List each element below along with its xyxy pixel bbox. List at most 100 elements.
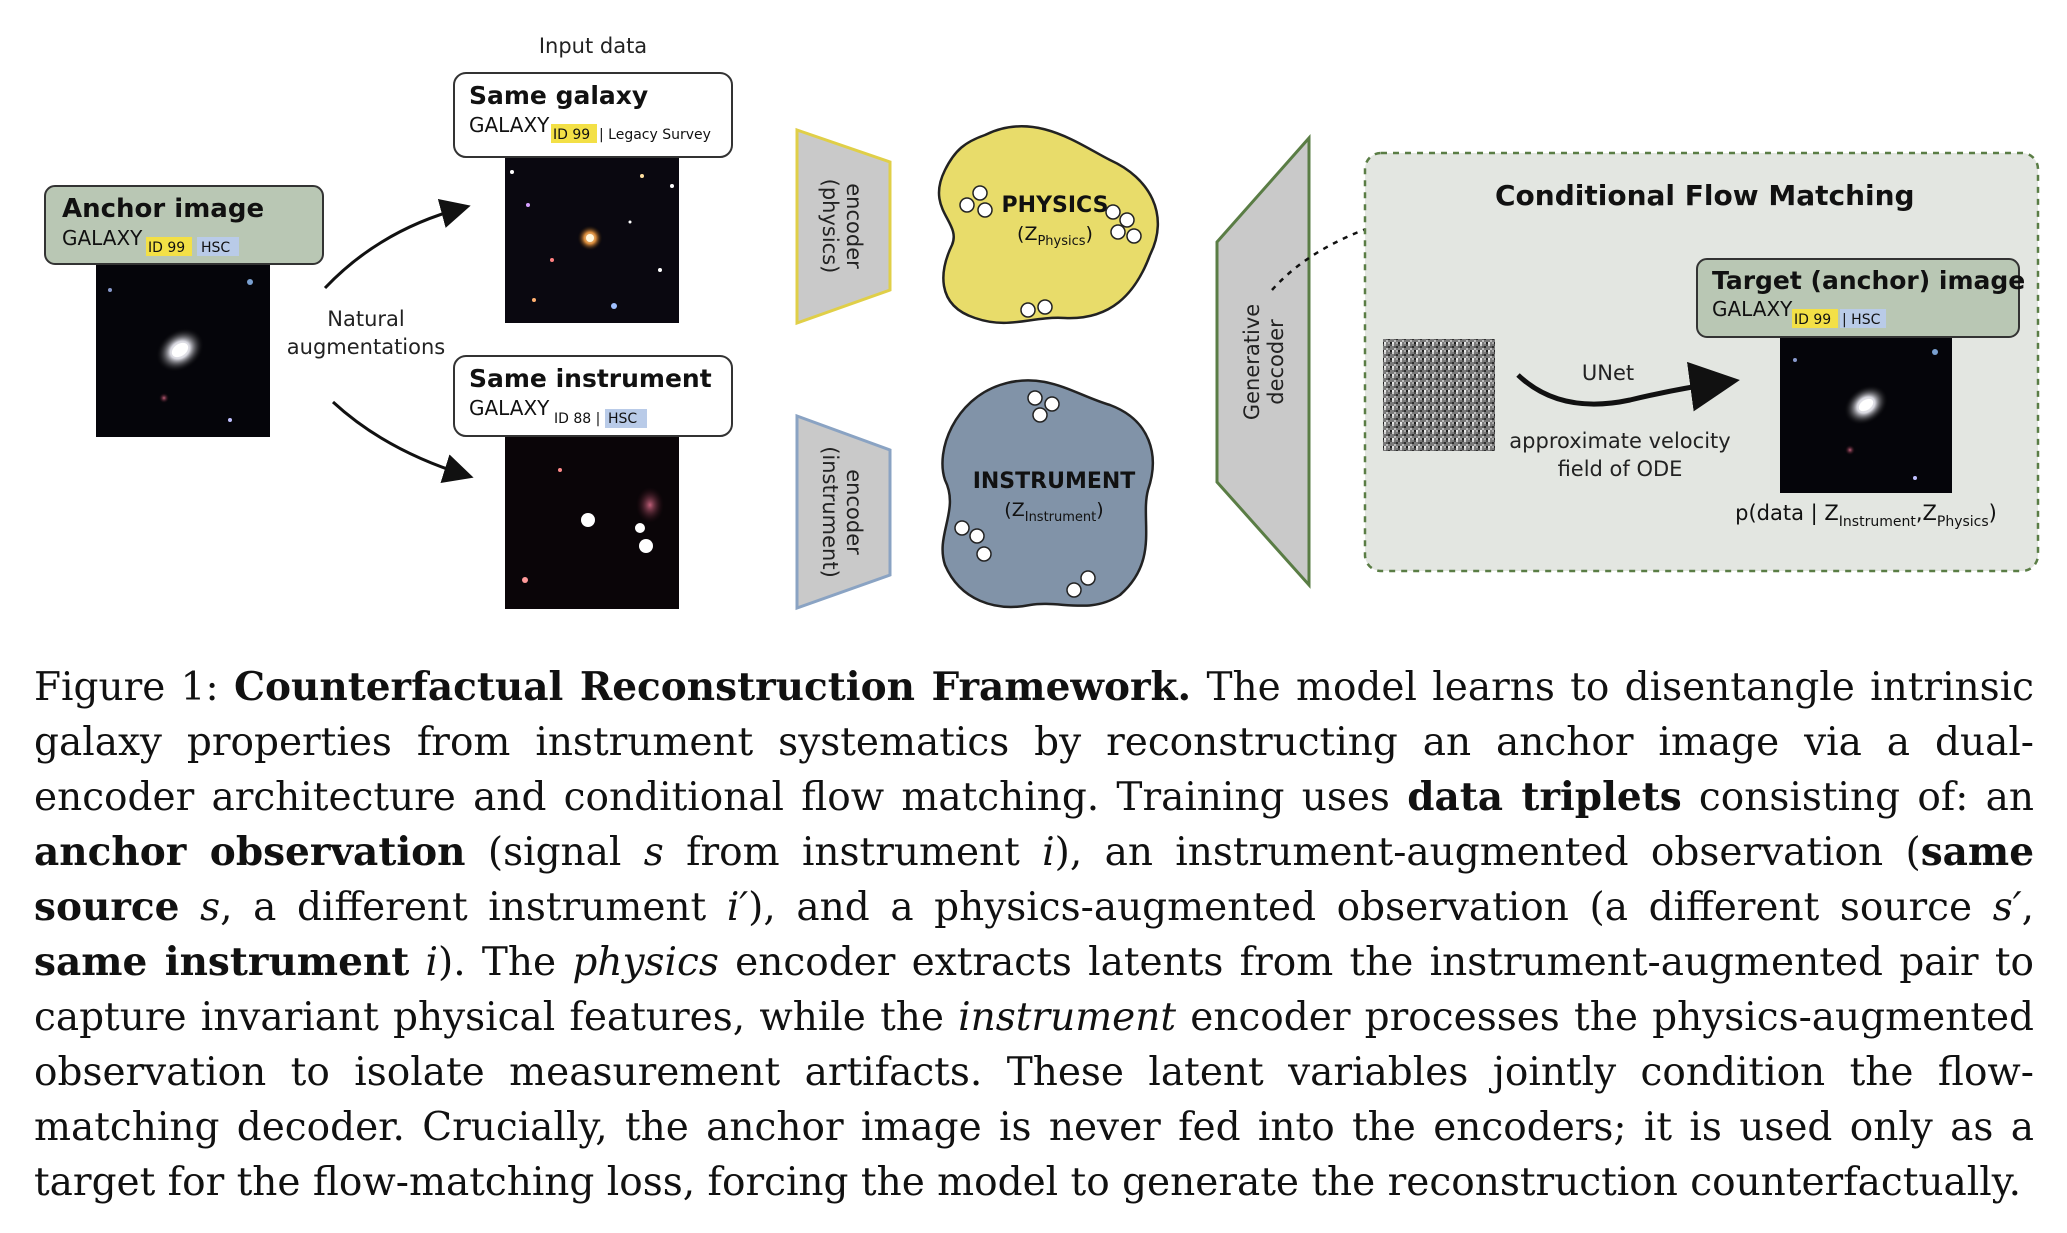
instrument-blob (941, 379, 1154, 609)
physics-latent-title: PHYSICS (1002, 193, 1109, 218)
decoder-line1: Generative (1240, 304, 1264, 420)
cfm-title: Conditional Flow Matching (1495, 179, 1915, 212)
anchor-instrument-badge-bg (197, 237, 239, 256)
target-card: Target (anchor) image GALAXY ID 99 | HSC (1696, 258, 2025, 338)
caption-italic: i (1042, 830, 1055, 875)
prob-open: p(data | Z (1735, 501, 1839, 526)
instrument-latent-title: INSTRUMENT (973, 469, 1136, 494)
unet-arrow (1516, 361, 1740, 412)
encoder-instrument-line1: encoder (842, 469, 866, 555)
caption-text: ), an instrument-augmented observation ( (1054, 830, 1921, 875)
caption-text: , a different instrument (220, 885, 727, 930)
caption-text: (signal (465, 830, 644, 875)
noise-image (1383, 339, 1495, 451)
augmentation-label-line1: Natural (327, 307, 404, 331)
physics-blob (937, 125, 1160, 325)
same-instrument-card: Same instrument GALAXY ID 88 | HSC (453, 355, 733, 437)
encoder-instrument: encoder (instrument) (795, 413, 892, 611)
framework-diagram: Input data Anchor image GALAXY ID 99 HSC… (44, 34, 2040, 611)
same-instrument-galaxy-label: GALAXY (469, 396, 550, 420)
physics-sym-sub: Physics (1037, 234, 1085, 249)
target-galaxy-label: GALAXY (1712, 297, 1793, 321)
encoder-physics: encoder (physics) (795, 127, 892, 326)
encoder-physics-line2: (physics) (818, 179, 842, 274)
instrument-sym-close: ) (1096, 499, 1103, 521)
augmentation-arrow-down (331, 400, 474, 484)
velocity-label-line1: approximate velocity (1509, 429, 1730, 453)
augmentation-arrow-up (323, 198, 471, 290)
anchor-id-badge: ID 99 (148, 240, 185, 256)
anchor-card: Anchor image GALAXY ID 99 HSC (44, 185, 324, 265)
caption-text (179, 885, 200, 930)
same-instrument-instrument-badge: HSC (608, 411, 637, 427)
instrument-latent-symbol: (ZInstrument) (1004, 499, 1103, 525)
anchor-id-badge-bg (146, 237, 192, 256)
encoder-physics-line1: encoder (842, 183, 866, 269)
physics-sym-open: (Z (1017, 223, 1037, 245)
anchor-card-box (44, 185, 324, 265)
caption-text: encoder processes the physics-augmented … (34, 995, 2034, 1205)
target-galaxy-image (1780, 338, 1952, 493)
caption-italic: s (643, 830, 664, 875)
caption-italic: i′ (726, 885, 749, 930)
anchor-title: Anchor image (62, 194, 264, 224)
augmentation-label-line2: augmentations (287, 335, 445, 359)
same-galaxy-card-box (453, 72, 733, 158)
caption-text (409, 940, 425, 985)
same-instrument-card-box (453, 355, 733, 437)
decoder-line2: decoder (1264, 319, 1288, 405)
anchor-instrument-badge: HSC (201, 240, 230, 256)
physics-latent-symbol: (ZPhysics) (1017, 223, 1093, 249)
prob-close: ) (1989, 501, 1997, 525)
caption-bold-title: Counterfactual Reconstruction Framework. (233, 664, 1192, 710)
prob-sub2: Physics (1937, 514, 1989, 530)
same-instrument-image (505, 437, 679, 609)
encoder-instrument-line2: (instrument) (818, 446, 842, 578)
anchor-galaxy-label: GALAXY (62, 226, 143, 250)
physics-latent: PHYSICS (ZPhysics) (937, 125, 1160, 325)
same-galaxy-image (505, 158, 679, 323)
figure-caption: Figure 1: Counterfactual Reconstruction … (34, 660, 2034, 1210)
caption-text: consisting of: an (1681, 775, 2034, 820)
caption-italic: physics (572, 940, 719, 985)
caption-text: from instrument (663, 830, 1043, 875)
generative-decoder: Generative decoder (1215, 134, 1311, 589)
caption-italic: i (425, 940, 439, 985)
target-instrument-badge: | HSC (1842, 312, 1881, 328)
prob-sub1: Instrument (1839, 514, 1917, 530)
instrument-sym-open: (Z (1004, 499, 1024, 521)
probability-label: p(data | ZInstrument,ZPhysics) (1735, 501, 1997, 530)
caption-bold: same source (34, 829, 2035, 930)
anchor-galaxy-image (96, 265, 270, 437)
caption-text: ). The (438, 940, 573, 985)
target-id-badge-bg (1792, 309, 1838, 328)
instrument-sym-sub: Instrument (1025, 510, 1097, 525)
target-card-box (1696, 258, 2020, 338)
caption-bold: data triplets (1407, 774, 1682, 820)
physics-latent-points (959, 185, 1142, 318)
target-id-badge: ID 99 (1794, 312, 1831, 328)
caption-text: encoder extracts latents from the instru… (34, 940, 2034, 1040)
encoder-physics-shape (795, 127, 892, 326)
cfm-panel: Conditional Flow Matching UNet approxima… (1363, 151, 2040, 573)
same-galaxy-galaxy-label: GALAXY (469, 113, 550, 137)
instrument-latent: INSTRUMENT (ZInstrument) (941, 379, 1154, 609)
unet-label: UNet (1582, 361, 1634, 385)
same-galaxy-id-badge-bg (551, 124, 597, 143)
caption-figure-number: Figure 1: (34, 665, 234, 710)
caption-italic: s′ (1992, 885, 2022, 930)
caption-bold: anchor observation (34, 829, 466, 875)
prob-mid: ,Z (1916, 501, 1937, 525)
target-title: Target (anchor) image (1712, 266, 2025, 295)
caption-italic: instrument (958, 995, 1177, 1040)
caption-text: ), and a physics-augmented observation (… (748, 885, 1993, 930)
caption-bold: same instrument (34, 939, 410, 985)
same-galaxy-card: Same galaxy GALAXY ID 99 | Legacy Survey (453, 72, 733, 158)
caption-text: The model learns to disentangle intrinsi… (34, 665, 2034, 820)
same-instrument-title: Same instrument (469, 364, 712, 393)
velocity-label-line2: field of ODE (1558, 457, 1683, 481)
instrument-latent-points (954, 390, 1096, 598)
caption-italic: s (200, 885, 221, 930)
physics-sym-close: ) (1086, 223, 1093, 245)
decoder-shape (1215, 134, 1311, 589)
